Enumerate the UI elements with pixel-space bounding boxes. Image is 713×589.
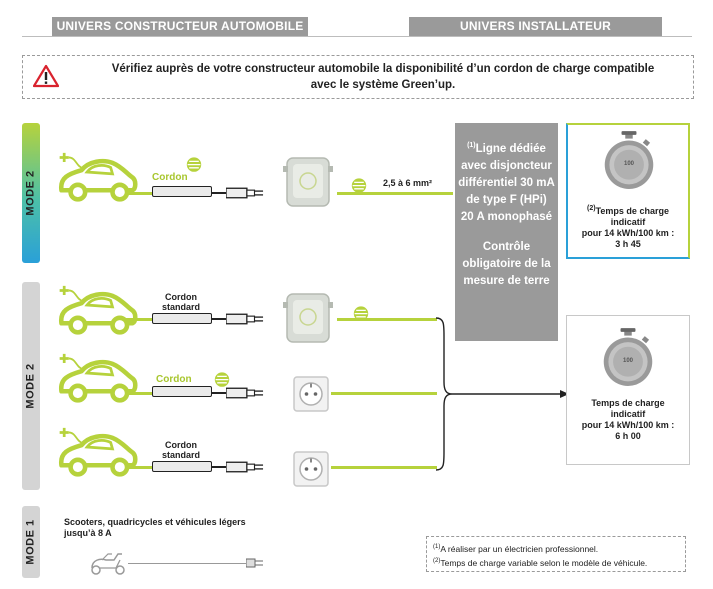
charge-time-line: pour 14 kWh/100 km : [581, 420, 675, 430]
cordon-box [152, 313, 212, 324]
header-installateur: UNIVERS INSTALLATEUR [409, 17, 662, 36]
car-icon [56, 351, 138, 406]
greenup-socket-icon [283, 153, 333, 211]
cable-line [337, 318, 437, 321]
plug-icon [226, 186, 264, 200]
car-icon [56, 150, 138, 205]
charge-time-text: (2)Temps de charge indicatif pour 14 kWh… [568, 203, 688, 250]
cordon-label: Cordon [156, 374, 192, 385]
cordon-standard-label: Cordon standard [152, 292, 210, 312]
cable-line [331, 392, 437, 395]
outlet-icon [293, 376, 329, 412]
warning-triangle-icon [33, 64, 59, 88]
greenup-socket-icon [283, 289, 333, 347]
mode-bar-top: MODE 2 [22, 123, 40, 263]
scooter-icon [91, 553, 125, 575]
charge-time-line: pour 14 kWh/100 km : [581, 228, 675, 238]
earth-control-text: Contrôle [482, 240, 531, 253]
note-ref: (2) [587, 205, 596, 212]
cable-line [126, 466, 156, 469]
dedicated-line-text: 20 A monophasé [460, 210, 553, 223]
car-icon [56, 283, 138, 338]
footnote-text: A réaliser par un électricien profession… [440, 543, 599, 554]
warning-line-2: avec le système Green’up. [310, 79, 456, 91]
note-ref: (2) [433, 557, 441, 564]
warning-text: Vérifiez auprès de votre constructeur au… [83, 61, 683, 93]
cordon-box [152, 461, 212, 472]
cordon-label: Cordon [152, 172, 188, 183]
dedicated-line-text: avec disjoncteur [461, 159, 552, 172]
charge-time-box-1: 100 (2)Temps de charge indicatif pour 14… [566, 123, 690, 259]
dedicated-line-text: de type F (HPi) [466, 193, 547, 206]
charge-time-line: indicatif [610, 217, 646, 227]
header-rule [22, 36, 692, 37]
cordon-label-line-1: Cordon [165, 440, 197, 450]
mode-label-bottom: MODE 1 [25, 519, 37, 565]
charge-time-line: indicatif [610, 409, 646, 419]
header-constructeur: UNIVERS CONSTRUCTEUR AUTOMOBILE [52, 17, 308, 36]
mode1-description: Scooters, quadricycles et véhicules lége… [64, 517, 246, 539]
mode1-line-1: Scooters, quadricycles et véhicules lége… [64, 517, 246, 527]
note-ref: (1) [467, 142, 476, 149]
mode1-cable-line [128, 563, 246, 564]
footnote-text: Temps de charge variable selon le modèle… [440, 557, 648, 568]
footnotes-box: (1)A réaliser par un électricien profess… [426, 536, 686, 572]
cable-section-label: 2,5 à 6 mm² [383, 178, 433, 188]
cable-line [126, 192, 156, 195]
cordon-standard-label: Cordon standard [152, 440, 210, 460]
cordon-box [152, 386, 212, 397]
footnote-1: (1)A réaliser par un électricien profess… [433, 541, 679, 555]
stopwatch-dial-label: 100 [622, 358, 633, 364]
charge-time-box-2: 100 Temps de charge indicatif pour 14 kW… [566, 315, 690, 465]
cable-line [212, 466, 226, 468]
greenup-logo-icon [343, 168, 375, 200]
mode1-plug-icon [246, 558, 263, 568]
dedicated-line-text: Ligne dédiée [475, 142, 546, 155]
cable-line [331, 466, 437, 469]
plug-icon [226, 386, 264, 400]
plug-icon [226, 312, 264, 326]
stopwatch-dial-label: 100 [623, 161, 634, 167]
charge-time-line: Temps de charge [595, 206, 669, 216]
earth-control-text: obligatoire de la [462, 257, 551, 270]
mode-bar-middle: MODE 2 [22, 282, 40, 490]
earth-control-text: mesure de terre [463, 274, 550, 287]
warning-line-1: Vérifiez auprès de votre constructeur au… [111, 63, 655, 75]
charge-time-value: 3 h 45 [615, 239, 641, 249]
outlet-icon [293, 451, 329, 487]
plug-icon [226, 460, 264, 474]
charge-time-text: Temps de charge indicatif pour 14 kWh/10… [567, 398, 689, 442]
mode-label-middle: MODE 2 [25, 363, 37, 409]
greenup-logo-icon [345, 296, 377, 328]
mode-label-top: MODE 2 [25, 170, 37, 216]
dedicated-line-box: (1)Ligne dédiée avec disjoncteur différe… [455, 123, 558, 341]
footnote-2: (2)Temps de charge variable selon le mod… [433, 555, 679, 569]
cordon-label-line-1: Cordon [165, 292, 197, 302]
car-icon [56, 425, 138, 480]
warning-box: Vérifiez auprès de votre constructeur au… [22, 55, 694, 99]
cable-line [212, 192, 226, 194]
cable-line [337, 192, 453, 195]
cable-line [126, 392, 156, 395]
cordon-box [152, 186, 212, 197]
dedicated-line-text: différentiel 30 mA [458, 176, 555, 189]
cable-line [126, 318, 156, 321]
brace-connector [436, 317, 569, 471]
note-ref: (1) [433, 544, 441, 550]
charge-time-value: 6 h 00 [615, 431, 641, 441]
cordon-label-line-2: standard [161, 450, 200, 460]
mode-bar-bottom: MODE 1 [22, 506, 40, 578]
cable-line [212, 318, 226, 320]
cable-line [212, 392, 226, 394]
charge-time-line: Temps de charge [591, 398, 665, 408]
dedicated-line-title: (1)Ligne dédiée [455, 137, 558, 158]
cordon-label-line-2: standard [161, 302, 200, 312]
mode1-line-2: jusqu’à 8 A [64, 528, 112, 538]
